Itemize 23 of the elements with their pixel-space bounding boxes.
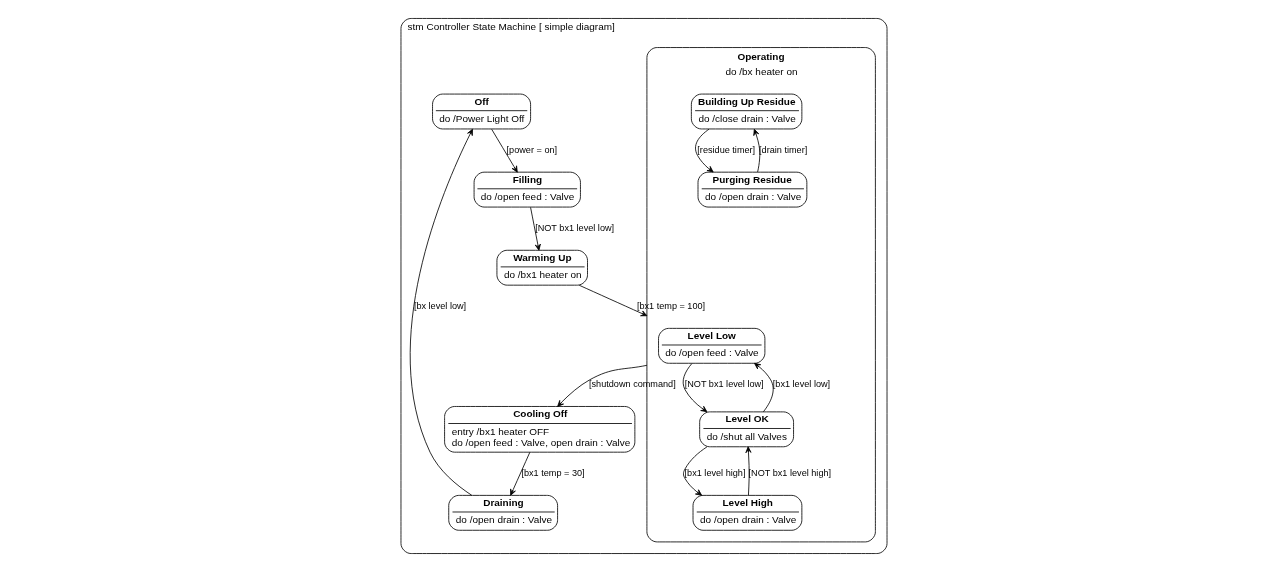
- edge-label: [bx1 temp = 100]: [636, 301, 705, 312]
- arrow: [744, 446, 751, 496]
- edge-label: [bx1 level high]: [684, 468, 745, 479]
- arrow: [409, 128, 473, 496]
- arrow: [694, 128, 714, 173]
- edge-label: [NOT bx1 level low]: [684, 379, 764, 390]
- arrow: [578, 284, 647, 317]
- edge-label: [NOT bx1 level low]: [534, 223, 614, 233]
- edge-label: [residue timer]: [696, 144, 755, 155]
- arrow: [556, 364, 647, 407]
- edge-label: [power = on]: [506, 144, 557, 155]
- arrow: [682, 363, 707, 413]
- arrow: [682, 446, 707, 496]
- edge-label: [NOT bx1 level high]: [748, 468, 831, 479]
- edge-label: [bx1 temp = 30]: [520, 468, 585, 479]
- arrow: [529, 207, 541, 251]
- arrow: [490, 128, 518, 173]
- edge-label: [bx level low]: [413, 301, 466, 312]
- arrow: [509, 451, 530, 496]
- edge-label: [bx1 level low]: [772, 379, 830, 390]
- edge-label: [drain timer]: [758, 144, 807, 155]
- edge-label: [shutdown command]: [588, 379, 676, 390]
- arrow: [753, 362, 774, 413]
